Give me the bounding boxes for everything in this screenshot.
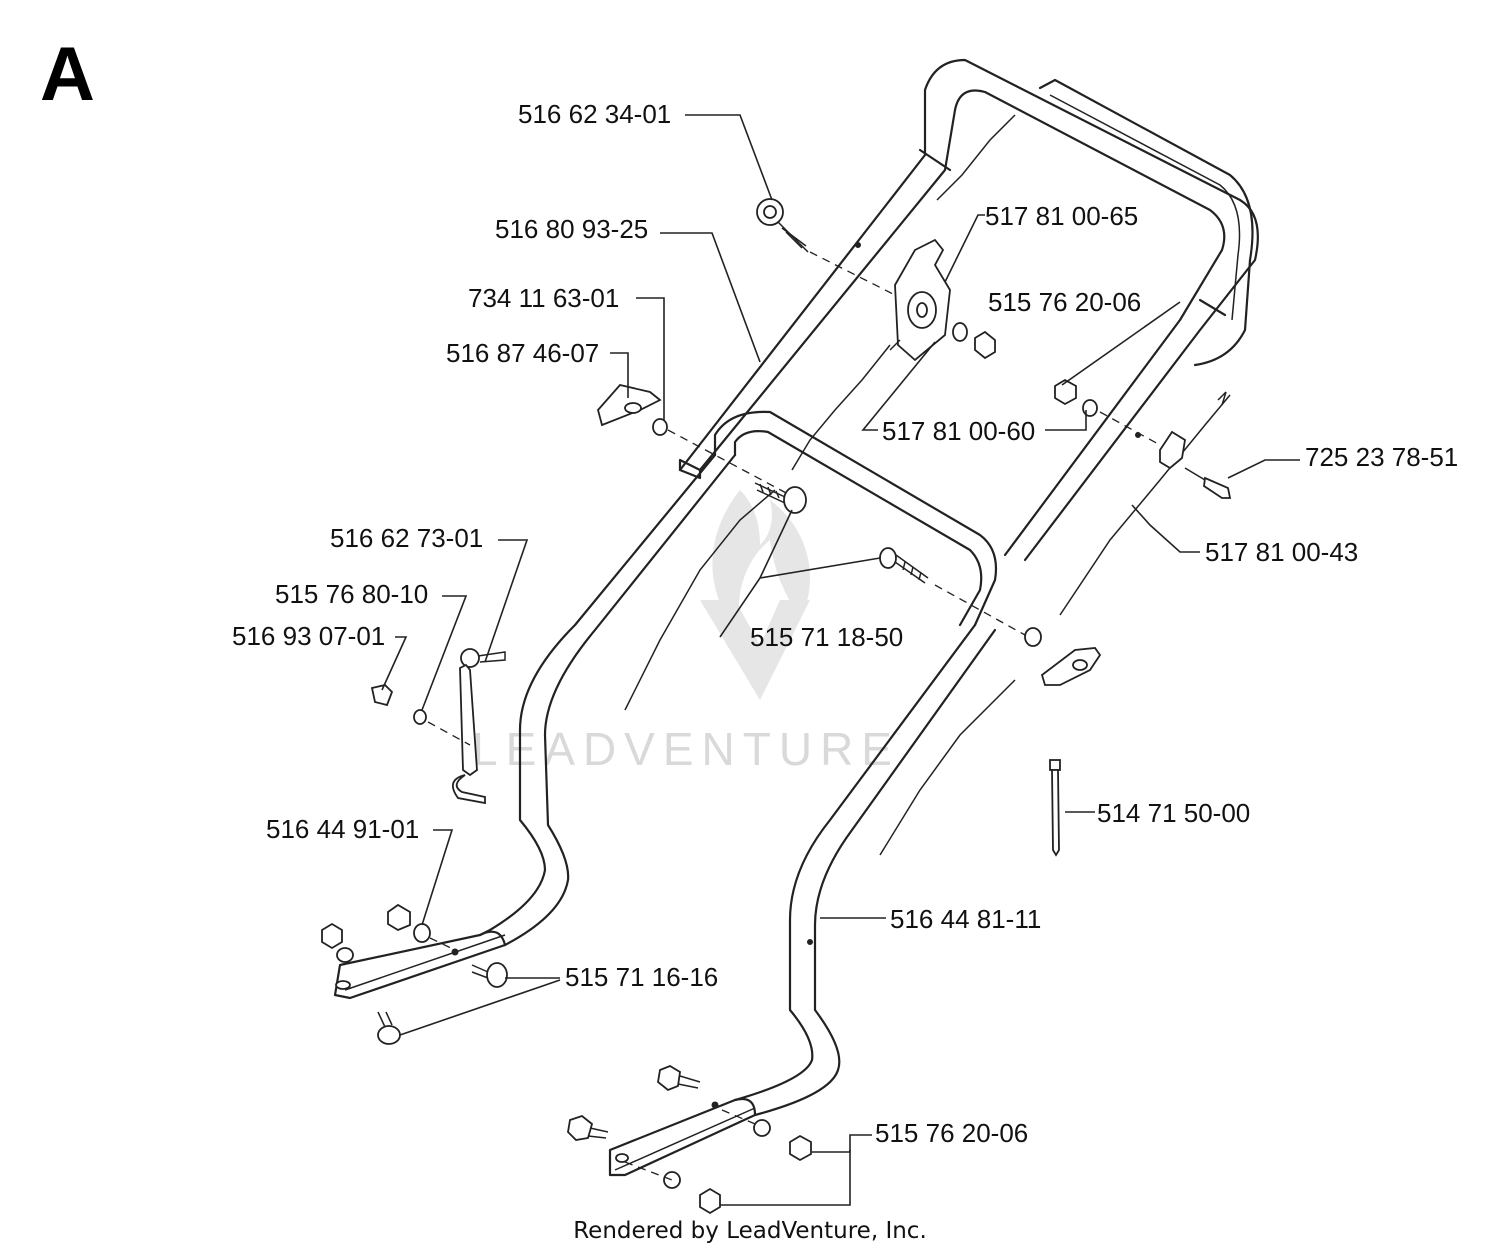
upper-handle — [678, 58, 1259, 562]
upper-right-nut-washer — [1054, 378, 1098, 417]
label-516-62-73-01: 516 62 73-01 — [330, 523, 483, 553]
handle-knob-right — [1024, 627, 1102, 686]
label-517-81-00-43: 517 81 00-43 — [1205, 537, 1358, 567]
label-517-81-00-65: 517 81 00-65 — [985, 201, 1138, 231]
carriage-bolts — [754, 482, 929, 584]
label-516-80-93-25: 516 80 93-25 — [495, 214, 648, 244]
link-rod — [451, 648, 506, 805]
label-517-81-00-60: 517 81 00-60 — [882, 416, 1035, 446]
cable-tie — [1049, 759, 1061, 857]
watermark: LEADVENTURE — [472, 490, 900, 775]
label-514-71-50-00: 514 71 50-00 — [1097, 798, 1250, 828]
right-bracket-hardware — [567, 1064, 812, 1215]
section-letter: A — [40, 32, 95, 117]
label-516-87-46-07: 516 87 46-07 — [446, 338, 599, 368]
footer-credit: Rendered by LeadVenture, Inc. — [573, 1218, 927, 1244]
handle-knob-left — [597, 384, 668, 436]
lower-handle — [333, 410, 998, 1177]
leader-lines — [381, 114, 1300, 1206]
watermark-text: LEADVENTURE — [472, 723, 900, 775]
left-bracket-hardware — [321, 903, 508, 1045]
label-516-93-07-01: 516 93 07-01 — [232, 621, 385, 651]
label-515-76-20-06-top: 515 76 20-06 — [988, 287, 1141, 317]
label-515-71-16-16: 515 71 16-16 — [565, 962, 718, 992]
assembly-lines — [427, 251, 1161, 1181]
cable-clip-top — [756, 198, 809, 253]
throttle-washer-nut — [952, 322, 996, 360]
cables — [624, 114, 1231, 856]
label-515-76-80-10: 515 76 80-10 — [275, 579, 428, 609]
label-515-71-18-50: 515 71 18-50 — [750, 622, 903, 652]
label-515-76-20-06-bottom: 515 76 20-06 — [875, 1118, 1028, 1148]
label-516-62-34-01: 516 62 34-01 — [518, 99, 671, 129]
throttle-control — [889, 238, 951, 362]
label-725-23-78-51: 725 23 78-51 — [1305, 442, 1458, 472]
label-516-44-81-11: 516 44 81-11 — [890, 904, 1041, 934]
label-734-11-63-01: 734 11 63-01 — [468, 283, 619, 313]
label-516-44-91-01: 516 44 91-01 — [266, 814, 419, 844]
part-labels: 516 62 34-01 516 80 93-25 517 81 00-65 7… — [232, 99, 1458, 1148]
shoulder-bolt-left — [370, 684, 427, 725]
cable-clamp — [1159, 391, 1232, 499]
